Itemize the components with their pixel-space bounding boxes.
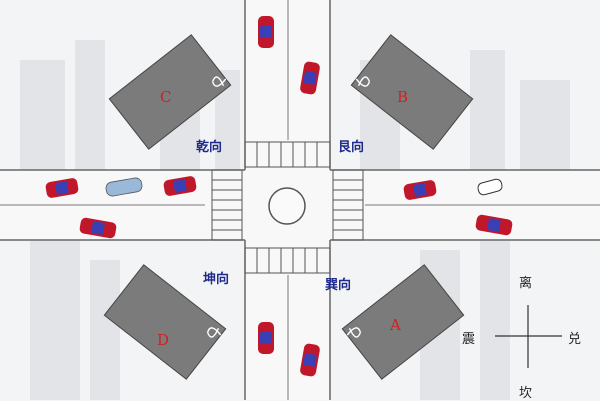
building-b bbox=[350, 34, 474, 150]
building-d bbox=[103, 264, 227, 380]
crosswalk-west bbox=[211, 169, 243, 241]
city-skyline-background bbox=[20, 40, 570, 400]
roundabout bbox=[268, 187, 306, 225]
car bbox=[45, 178, 79, 198]
car bbox=[79, 217, 117, 239]
compass-north: 离 bbox=[519, 276, 533, 291]
gate-label-d: 坤向 bbox=[203, 272, 230, 287]
car bbox=[403, 180, 437, 200]
car bbox=[300, 343, 320, 377]
building-b-letter: B bbox=[397, 88, 409, 106]
building-a-letter: A bbox=[390, 316, 401, 334]
compass-east: 兑 bbox=[568, 332, 582, 347]
compass-west: 震 bbox=[462, 332, 476, 347]
building-c-letter: C bbox=[160, 88, 172, 106]
compass-south: 坎 bbox=[519, 386, 533, 401]
car bbox=[105, 177, 143, 197]
car bbox=[163, 176, 197, 196]
crosswalk-north bbox=[244, 141, 331, 168]
gate-label-a: 巽向 bbox=[325, 278, 352, 293]
car bbox=[258, 16, 274, 48]
gate-label-b: 艮向 bbox=[338, 140, 365, 155]
gate-label-c: 乾向 bbox=[196, 140, 223, 155]
car bbox=[475, 214, 513, 236]
car bbox=[258, 322, 274, 354]
crosswalk-east bbox=[332, 169, 364, 241]
compass-cross bbox=[495, 305, 562, 368]
building-d-letter: D bbox=[157, 331, 170, 349]
building-a bbox=[341, 264, 465, 380]
car bbox=[300, 61, 320, 95]
building-c bbox=[108, 34, 232, 150]
crosswalk-south bbox=[244, 247, 331, 274]
car bbox=[477, 178, 503, 196]
